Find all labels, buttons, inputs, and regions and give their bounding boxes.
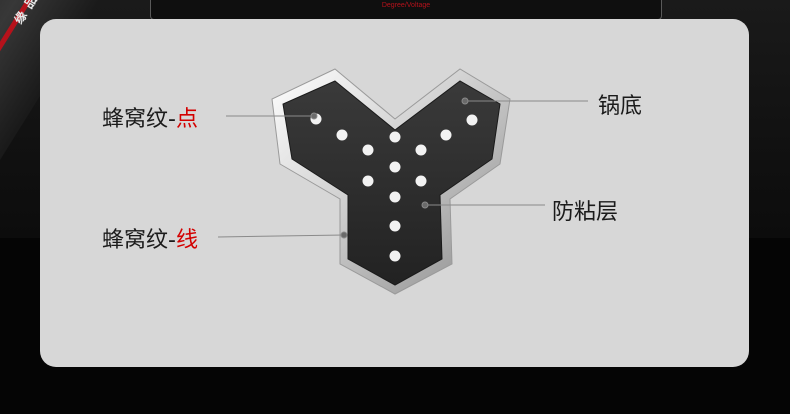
callout-anchor-nonstick bbox=[421, 201, 429, 209]
label-honeycomb-line-accent: 线 bbox=[175, 228, 198, 253]
label-honeycomb-dot-prefix: 蜂窝纹- bbox=[102, 107, 176, 132]
honeycomb-dot bbox=[389, 250, 401, 262]
honeycomb-dot bbox=[362, 144, 374, 156]
callout-line-line bbox=[217, 234, 345, 238]
honeycomb-dot bbox=[466, 114, 478, 126]
label-honeycomb-dot-accent: 点 bbox=[175, 107, 198, 132]
callout-anchor-line bbox=[340, 231, 348, 239]
label-nonstick-layer: 防粘层 bbox=[552, 200, 619, 225]
callout-anchor-bottom bbox=[461, 97, 469, 105]
label-honeycomb-dot: 蜂窝纹-点 bbox=[102, 101, 198, 133]
label-honeycomb-line: 蜂窝纹-线 bbox=[102, 222, 198, 254]
honeycomb-dot bbox=[389, 161, 401, 173]
top-caption: Degree/Voltage bbox=[381, 2, 431, 9]
honeycomb-dot bbox=[415, 175, 427, 187]
top-panel: Degree/Voltage bbox=[150, 0, 662, 20]
nonstick-coating-diagram bbox=[217, 68, 588, 295]
label-pot-bottom: 锅底 bbox=[598, 94, 643, 119]
feature-card: 蜂窝纹-点 蜂窝纹-线 锅底 防粘层 bbox=[40, 19, 749, 367]
honeycomb-dot bbox=[362, 175, 374, 187]
honeycomb-dot bbox=[440, 129, 452, 141]
honeycomb-dot bbox=[415, 144, 427, 156]
callout-anchor-dot bbox=[310, 112, 318, 120]
honeycomb-dot bbox=[389, 220, 401, 232]
callout-lines bbox=[217, 97, 588, 239]
label-honeycomb-line-prefix: 蜂窝纹- bbox=[102, 228, 176, 253]
honeycomb-dot bbox=[389, 131, 401, 143]
honeycomb-dot bbox=[336, 129, 348, 141]
honeycomb-dots bbox=[310, 113, 478, 262]
honeycomb-dot bbox=[389, 191, 401, 203]
